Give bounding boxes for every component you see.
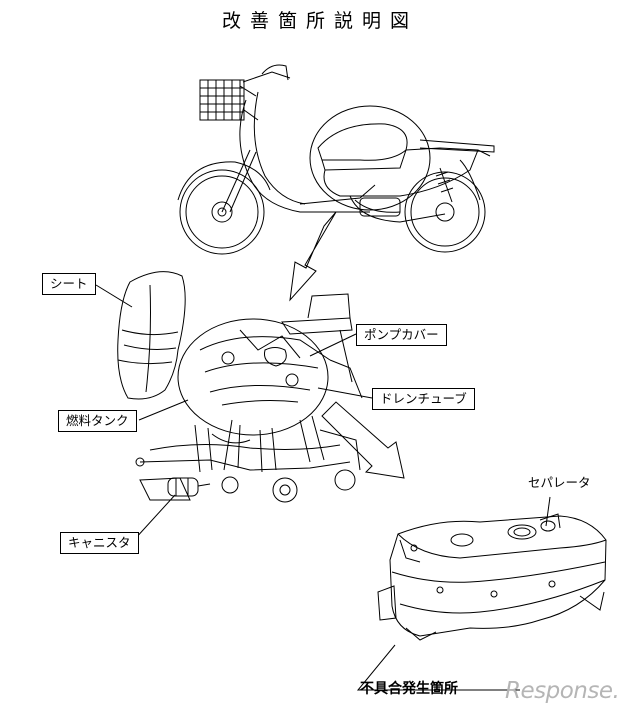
response-watermark: Response. [505, 678, 620, 704]
frame-assembly-illustration [136, 294, 362, 502]
label-canister: キャニスタ [60, 532, 139, 554]
page-title: 改善箇所説明図 [221, 10, 418, 32]
callout-circle-scooter [310, 106, 430, 210]
label-defect-location: 不具合発生箇所 [360, 681, 458, 697]
arrow-zoom-2 [322, 402, 404, 478]
label-fuel-tank: 燃料タンク [58, 410, 137, 432]
label-seat: シート [42, 273, 96, 295]
label-drain-tube: ドレンチューブ [372, 388, 475, 410]
fuel-tank-illustration [378, 514, 606, 640]
leader-lines [134, 334, 550, 690]
label-pump-cover: ポンプカバー [356, 324, 447, 346]
seat-illustration [96, 272, 185, 399]
scooter-illustration [178, 65, 494, 254]
label-separator: セパレータ [528, 475, 591, 490]
arrow-zoom-1 [290, 212, 336, 300]
